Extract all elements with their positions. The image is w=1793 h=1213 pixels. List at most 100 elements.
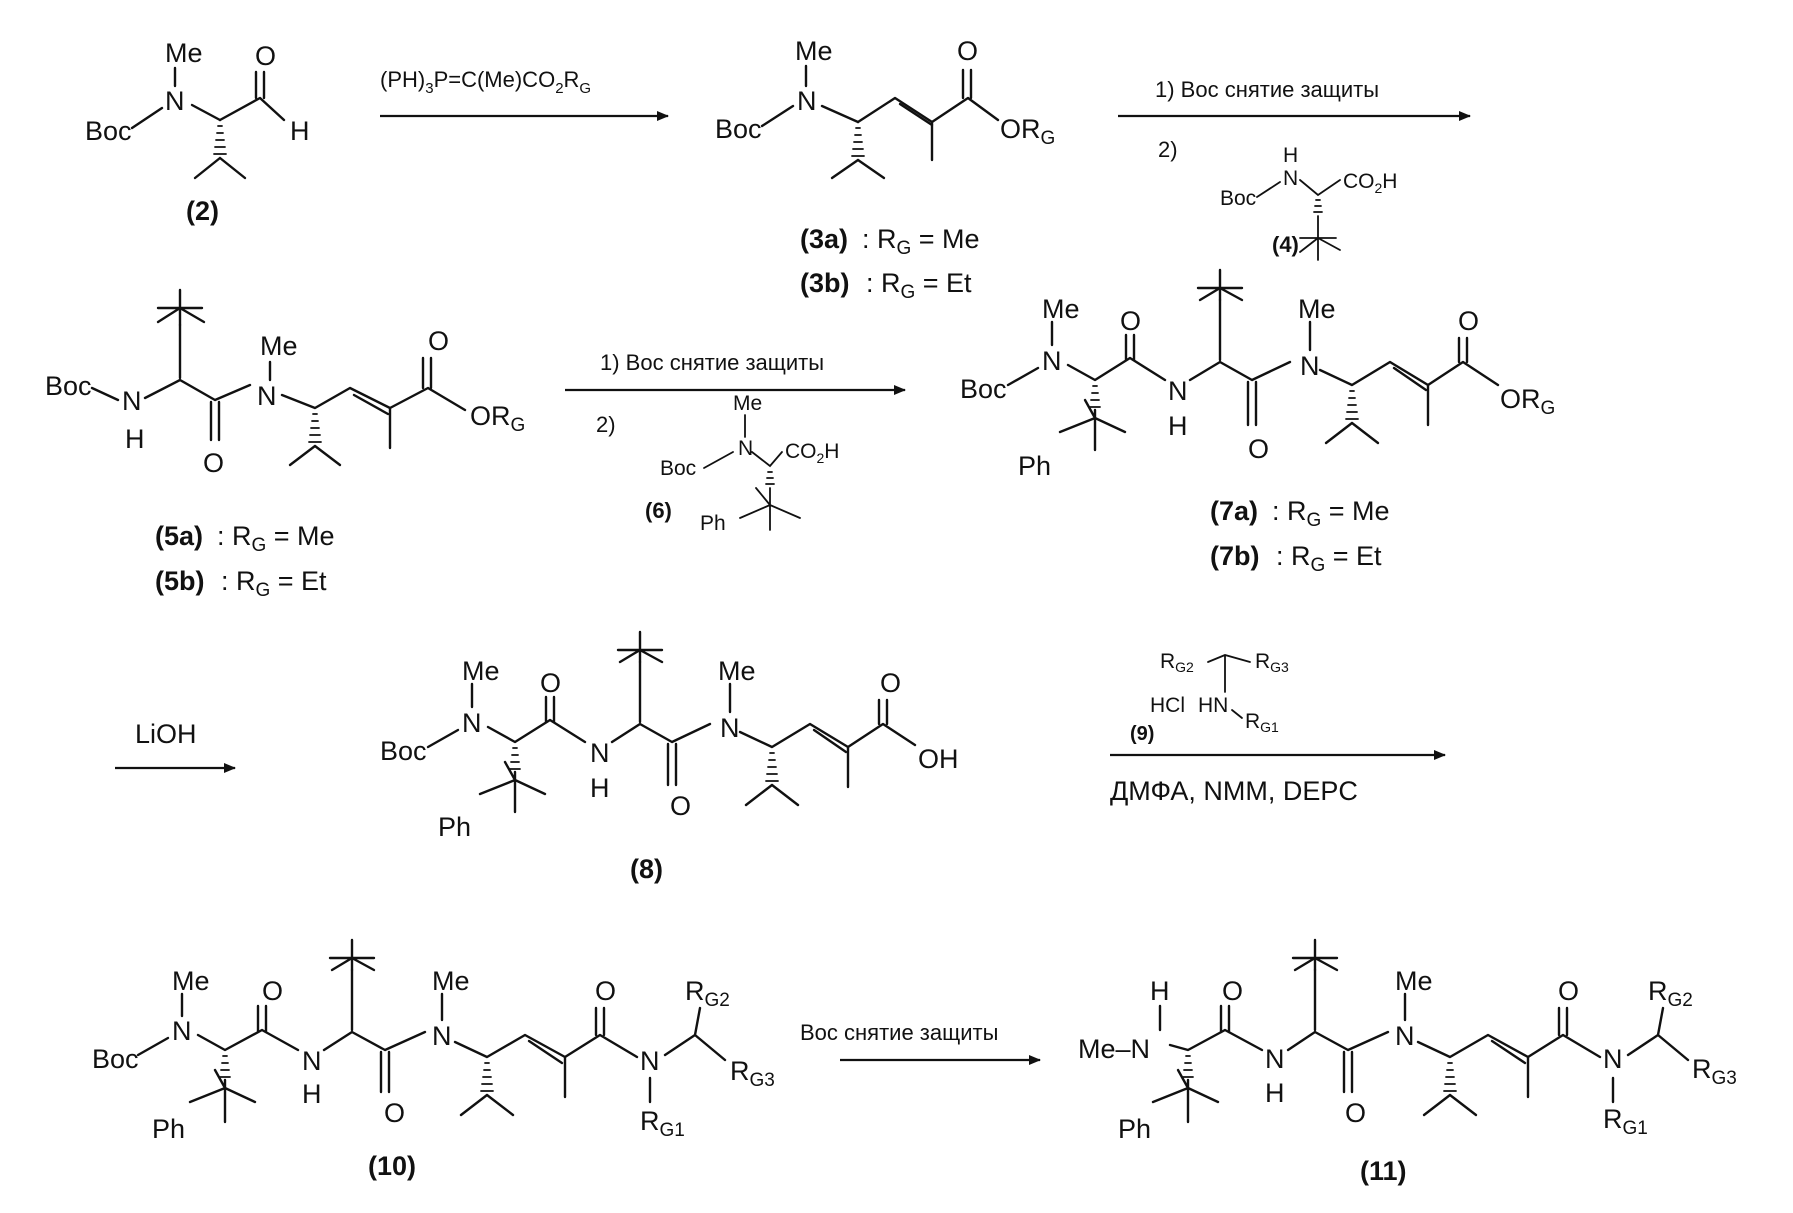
svg-text:N: N	[1168, 376, 1188, 406]
step-2-label: 2)	[1158, 137, 1178, 162]
svg-text:O: O	[540, 668, 561, 698]
svg-text:N: N	[590, 738, 610, 768]
svg-text:RG = Et: RG = Et	[1291, 541, 1382, 576]
svg-text:(3b): (3b)	[800, 268, 850, 298]
label-compound-9: (9)	[1130, 723, 1154, 745]
svg-text:N: N	[720, 713, 740, 743]
svg-text:ORG: ORG	[470, 401, 525, 436]
svg-text:(5a): (5a)	[155, 521, 203, 551]
svg-text:CO2H: CO2H	[1343, 170, 1397, 196]
svg-text:N: N	[1283, 167, 1298, 190]
compound-2-structure: Me N Boc O H	[85, 38, 310, 178]
svg-text:N: N	[122, 386, 142, 416]
step-2-label-b: 2)	[596, 412, 616, 437]
compound-10-structure: Me N Boc O N H O Me N O N RG2 RG3 RG1 Ph	[92, 940, 775, 1144]
svg-text:RG3: RG3	[1255, 650, 1289, 675]
compound-9-structure: RG2 RG3 HCl HN RG1	[1150, 650, 1289, 735]
svg-text:H: H	[1265, 1078, 1285, 1108]
definition-7a: (7a) : RG = Me	[1210, 496, 1390, 531]
label-compound-10: (10)	[368, 1151, 416, 1181]
svg-text:N: N	[738, 437, 753, 460]
svg-text:Me: Me	[172, 966, 210, 996]
final-deprotect-step: Boc снятие защиты	[800, 1020, 998, 1045]
definition-3a: (3a) : RG = Me	[800, 224, 980, 259]
svg-text:Boc: Boc	[1220, 187, 1256, 210]
svg-text:N: N	[1300, 351, 1320, 381]
compound-3-structure: Me N Boc O ORG	[715, 36, 1055, 178]
label-compound-8: (8)	[630, 854, 663, 884]
svg-text:(5b): (5b)	[155, 566, 205, 596]
compound-4-structure: H N Boc CO2H	[1220, 144, 1397, 260]
svg-text:H: H	[590, 773, 610, 803]
svg-text::: :	[1272, 496, 1280, 526]
svg-text:RG2: RG2	[685, 976, 730, 1011]
svg-text:RG = Me: RG = Me	[232, 521, 335, 556]
compound-11-structure: H Me–N O N H O Me N O N RG2 RG3 RG1 Ph	[1078, 940, 1737, 1144]
label-compound-11: (11)	[1360, 1156, 1407, 1186]
svg-text:O: O	[1458, 306, 1479, 336]
svg-text:O: O	[262, 976, 283, 1006]
svg-text:RG = Me: RG = Me	[877, 224, 980, 259]
definition-5a: (5a) : RG = Me	[155, 521, 335, 556]
svg-text::: :	[217, 521, 225, 551]
svg-text:Me: Me	[1042, 294, 1080, 324]
svg-text:Me: Me	[795, 36, 833, 66]
svg-text::: :	[862, 224, 870, 254]
svg-text:CO2H: CO2H	[785, 440, 839, 466]
svg-text:Boc: Boc	[960, 374, 1007, 404]
svg-text:O: O	[880, 668, 901, 698]
svg-text:Ph: Ph	[700, 512, 726, 535]
compound-6-structure: Me N Boc CO2H Ph	[660, 392, 839, 535]
svg-text:H: H	[290, 116, 310, 146]
step-deprotect-2: 1) Boc снятие защиты	[600, 350, 824, 375]
svg-text:(7b): (7b)	[1210, 541, 1260, 571]
svg-text:N: N	[1395, 1021, 1415, 1051]
svg-text:H: H	[1168, 411, 1188, 441]
svg-text:O: O	[384, 1098, 405, 1128]
svg-text:ORG: ORG	[1000, 114, 1055, 149]
svg-text:Me: Me	[1395, 966, 1433, 996]
svg-text:N: N	[640, 1046, 660, 1076]
definition-3b: (3b) : RG = Et	[800, 268, 972, 303]
svg-text:Me: Me	[733, 392, 762, 415]
svg-text:HCl: HCl	[1150, 694, 1185, 717]
svg-text:OH: OH	[918, 744, 959, 774]
lioh-reagent: LiOH	[135, 719, 197, 749]
svg-text:RG = Et: RG = Et	[881, 268, 972, 303]
svg-text:Me: Me	[165, 38, 203, 68]
svg-text:O: O	[595, 976, 616, 1006]
svg-text:Ph: Ph	[438, 812, 471, 842]
svg-text:N: N	[302, 1046, 322, 1076]
svg-text:H: H	[1150, 976, 1170, 1006]
svg-text:(3a): (3a)	[800, 224, 848, 254]
svg-text:O: O	[1248, 434, 1269, 464]
compound-7-structure: Me N Boc O N H O Me N O ORG Ph	[960, 270, 1555, 481]
svg-text:O: O	[670, 791, 691, 821]
svg-text:Boc: Boc	[92, 1044, 139, 1074]
svg-text:N: N	[1603, 1044, 1623, 1074]
svg-text::: :	[866, 268, 874, 298]
svg-text:(PH)3P=C(Me)CO2RG: (PH)3P=C(Me)CO2RG	[380, 67, 591, 97]
svg-text:O: O	[957, 36, 978, 66]
svg-text:Boc: Boc	[380, 736, 427, 766]
svg-text:Ph: Ph	[1018, 451, 1051, 481]
svg-text:H: H	[125, 424, 145, 454]
svg-text:N: N	[257, 381, 277, 411]
svg-text:RG1: RG1	[1603, 1104, 1648, 1139]
svg-text:N: N	[172, 1016, 192, 1046]
label-compound-6: (6)	[645, 498, 672, 523]
svg-text:RG = Me: RG = Me	[1287, 496, 1390, 531]
svg-text:N: N	[1265, 1044, 1285, 1074]
definition-5b: (5b) : RG = Et	[155, 566, 327, 601]
svg-text:RG2: RG2	[1160, 650, 1194, 675]
svg-text:O: O	[428, 326, 449, 356]
svg-text:O: O	[255, 41, 276, 71]
definition-7b: (7b) : RG = Et	[1210, 541, 1382, 576]
compound-5-structure: Me Boc N H N O O ORG	[45, 290, 525, 478]
svg-text:RG2: RG2	[1648, 976, 1693, 1011]
svg-text:Boc: Boc	[45, 371, 92, 401]
svg-text:Me: Me	[462, 656, 500, 686]
svg-text:RG1: RG1	[640, 1106, 685, 1141]
svg-text:N: N	[797, 86, 817, 116]
